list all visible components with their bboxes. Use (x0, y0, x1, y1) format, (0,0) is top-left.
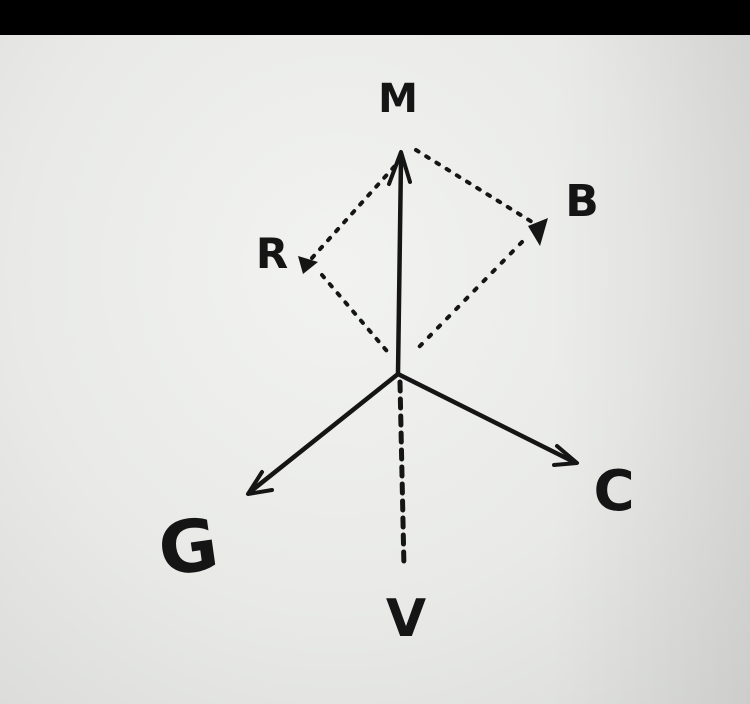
black-top-border (0, 0, 750, 35)
dotted-axis-v (397, 379, 407, 571)
solid-axis-m (395, 157, 404, 377)
whiteboard (0, 35, 750, 704)
label-lower-right: C (593, 459, 634, 524)
dotted-edge-r-to-m (310, 156, 404, 260)
arrowhead-m (387, 150, 412, 186)
solid-axis-g (247, 371, 401, 495)
dotted-edge-r-to-origin (320, 273, 394, 359)
label-top: M (378, 76, 418, 122)
dotted-edge-b-to-origin (416, 240, 524, 350)
dotted-edge-m-to-b (414, 148, 534, 224)
arrowhead-g (246, 470, 274, 496)
whiteboard-shadow (550, 35, 750, 704)
solid-axis-c (395, 371, 577, 465)
marker-b (528, 218, 548, 246)
label-upper-right: B (565, 176, 599, 227)
label-bottom: V (386, 589, 426, 649)
marker-r (298, 256, 318, 274)
label-upper-left: R (256, 229, 288, 278)
label-lower-left: G (153, 501, 223, 592)
arrowhead-c (552, 444, 579, 467)
